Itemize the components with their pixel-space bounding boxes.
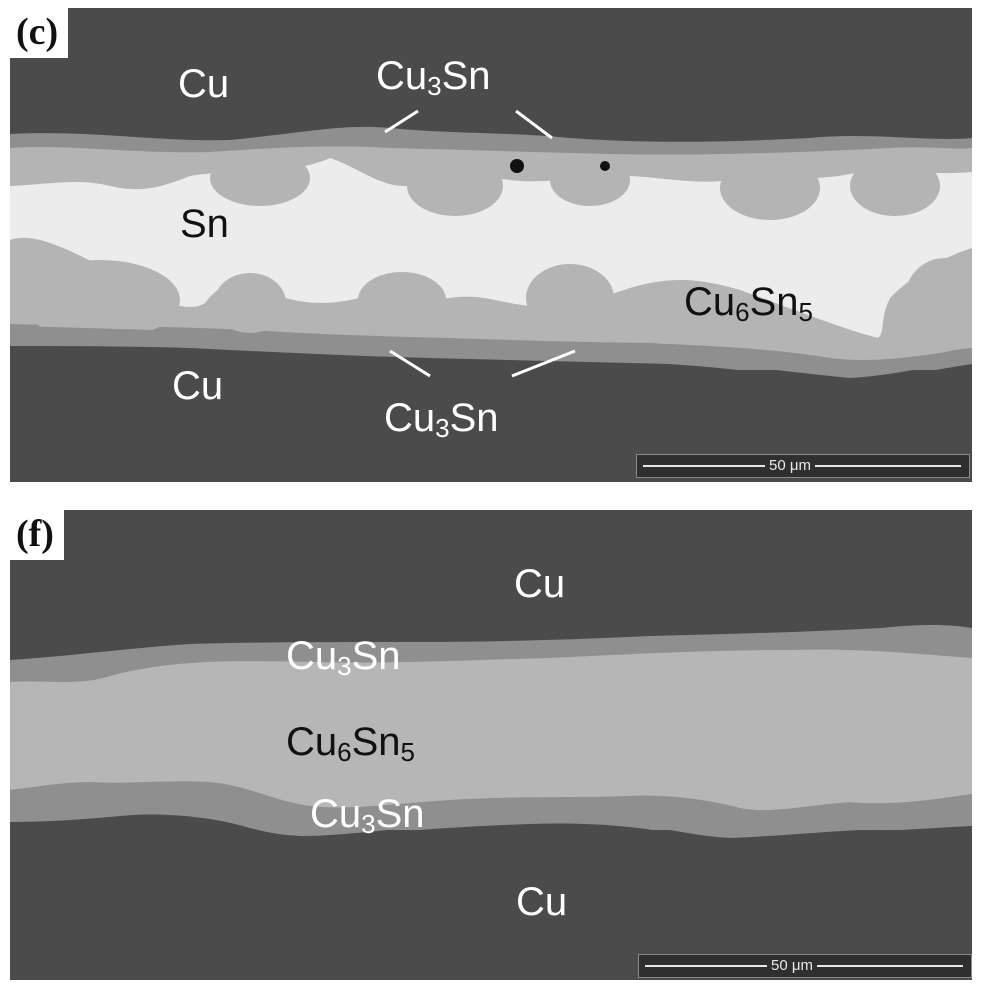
cu3sn-bottom-layer <box>10 326 972 378</box>
cu6sn5-grain <box>210 150 310 206</box>
cu-top-region <box>10 8 972 142</box>
micrograph-panel-c: (c) Cu Cu3Sn Sn Cu6Sn5 Cu Cu3Sn 50 μm <box>10 8 972 482</box>
cu6sn5-grain <box>720 156 820 220</box>
scale-bar-c: 50 μm <box>636 454 970 478</box>
pointer-line <box>389 349 431 378</box>
label-cu3sn-top: Cu3Sn <box>286 634 401 681</box>
label-cu6sn5: Cu6Sn5 <box>286 720 416 767</box>
cu6sn5-layer <box>10 649 972 811</box>
pointer-line <box>515 109 553 140</box>
label-cu-top: Cu <box>514 562 566 606</box>
label-cu3sn-bottom: Cu3Sn <box>384 396 499 443</box>
cu6sn5-grain <box>214 273 286 333</box>
cu6sn5-grain <box>550 154 630 206</box>
label-cu-top: Cu <box>178 62 230 106</box>
scale-bar-label: 50 μm <box>765 456 815 476</box>
scale-bar-f: 50 μm <box>638 954 972 978</box>
cu3sn-bottom-layer <box>10 783 972 838</box>
scale-bar-label: 50 μm <box>767 956 817 976</box>
cu-bottom-region <box>10 346 972 482</box>
pointer-line <box>384 109 419 134</box>
void <box>510 159 524 173</box>
void <box>600 161 610 171</box>
cu6sn5-grain <box>20 260 180 340</box>
label-cu-bottom: Cu <box>516 880 568 924</box>
label-cu6sn5: Cu6Sn5 <box>684 280 814 327</box>
cu6sn5-grain <box>407 156 503 216</box>
cu-top-region <box>10 510 972 660</box>
cu6sn5-grain <box>358 272 446 328</box>
panel-f-tag: (f) <box>10 510 64 560</box>
cu6sn5-grain <box>905 258 972 338</box>
cu6sn5-grain <box>526 264 614 332</box>
cu6sn5-grain <box>850 156 940 216</box>
label-cu-bottom: Cu <box>172 364 224 408</box>
micrograph-panel-f: (f) Cu Cu3Sn Cu6Sn5 Cu3Sn Cu 50 μm <box>10 510 972 980</box>
pointer-line <box>511 349 576 378</box>
cu-bottom-region <box>10 814 972 980</box>
label-cu3sn-top: Cu3Sn <box>376 54 491 101</box>
label-sn: Sn <box>180 202 229 246</box>
panel-c-micrograph-image <box>10 8 972 482</box>
label-cu3sn-bottom: Cu3Sn <box>310 792 425 839</box>
panel-f-micrograph-image <box>10 510 972 980</box>
panel-c-tag: (c) <box>10 8 69 58</box>
